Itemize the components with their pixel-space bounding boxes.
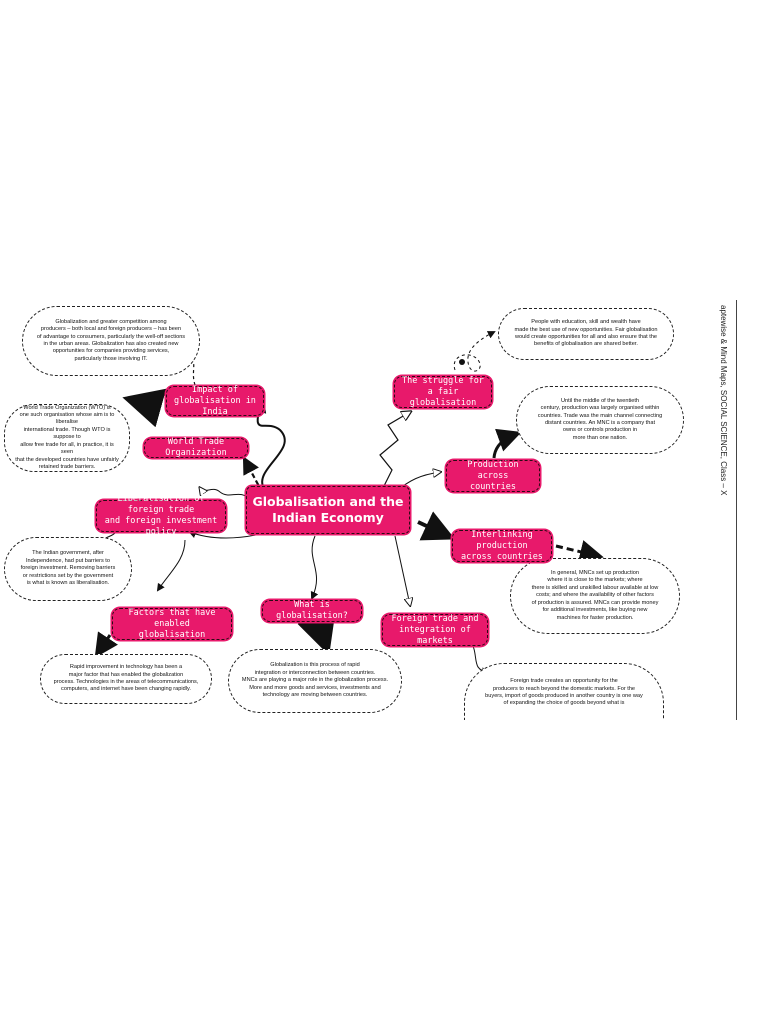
side-caption-text: aptewise & Mind Maps, SOCIAL SCIENCE, Cl… [719, 305, 728, 496]
topic-production[interactable]: Production across countries [446, 460, 540, 492]
topic-wto[interactable]: World Trade Organization [144, 437, 248, 458]
topic-foreign-trade[interactable]: Foreign trade and integration of markets [382, 614, 488, 646]
note-struggle: People with education, skill and wealth … [498, 308, 674, 360]
note-wto: World Trade Organization (WTO) is one su… [4, 404, 130, 472]
note-foreign-trade: Foreign trade creates an opportunity for… [464, 663, 664, 720]
note-impact: Globalization and greater competition am… [22, 306, 200, 376]
central-topic[interactable]: Globalisation and the Indian Economy [246, 486, 410, 534]
note-factors: Rapid improvement in technology has been… [40, 654, 212, 704]
topic-factors[interactable]: Factors that have enabled globalisation [112, 608, 232, 640]
topic-interlinking[interactable]: Interlinking production across countries [452, 530, 552, 562]
side-divider [736, 300, 737, 720]
note-liberalisation: The Indian government, after Independenc… [4, 537, 132, 601]
topic-impact[interactable]: Impact of globalisation in India [166, 385, 264, 417]
note-what-is: Globalization is this process of rapid i… [228, 649, 402, 713]
note-production: Until the middle of the twentieth centur… [516, 386, 684, 454]
topic-struggle[interactable]: The struggle for a fair globalisation [394, 376, 492, 408]
side-caption: aptewise & Mind Maps, SOCIAL SCIENCE, Cl… [716, 305, 730, 545]
topic-what-is[interactable]: What is globalisation? [262, 600, 362, 622]
note-interlinking: In general, MNCs set up production where… [510, 558, 680, 634]
mind-map: Globalization and greater competition am… [0, 300, 768, 720]
topic-liberalisation[interactable]: Liberalisation of foreign trade and fore… [96, 494, 226, 537]
connector-arrows [94, 331, 604, 676]
